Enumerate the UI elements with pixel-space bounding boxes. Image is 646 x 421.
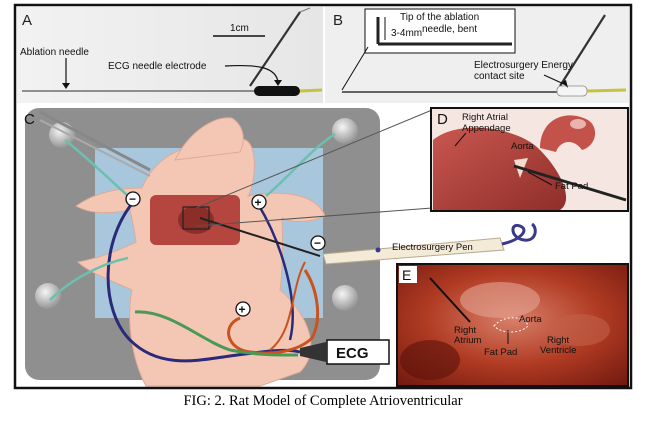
panel-a: A 1cm Ablation needle ECG needle electro… xyxy=(17,7,323,103)
minus-marker-pen: − xyxy=(310,235,326,251)
rat-head xyxy=(174,117,244,161)
panel-b: B Tip of the ablation needle, bent 3-4mm… xyxy=(325,7,629,103)
panel-e-letter: E xyxy=(402,267,411,283)
needle-d xyxy=(513,164,627,202)
fat-pad-e-label: Fat Pad xyxy=(484,347,517,358)
needle-arrow-head xyxy=(62,83,70,89)
heart-d-body xyxy=(433,127,567,210)
pen-cable xyxy=(501,222,537,246)
right-atrium-label-line2: Atrium xyxy=(454,335,482,346)
pen-label: Electrosurgery Pen xyxy=(392,242,473,253)
panel-c-letter: C xyxy=(24,111,35,128)
contact-label-line1: Electrosurgery Energy xyxy=(474,60,573,71)
electrode-arrow xyxy=(224,64,279,83)
svg-text:+: + xyxy=(239,303,246,317)
board-knob-top-right xyxy=(332,118,358,144)
figure-caption: FIG: 2. Rat Model of Complete Atrioventr… xyxy=(183,393,463,409)
right-ventricle-label-line2: Ventricle xyxy=(540,345,576,356)
fat-pad-d-label: Fat Pad xyxy=(555,181,588,192)
panel-e: E Aorta Right Atrium Fat Pad Right Ventr… xyxy=(396,263,629,387)
panel-e-frame xyxy=(396,263,629,387)
b-yellow-wire xyxy=(586,88,627,93)
tip-pointer-line xyxy=(341,46,369,91)
zoom-line-d-1 xyxy=(195,109,433,209)
zoom-line-d-2 xyxy=(195,207,433,227)
tip-label-line2: needle, bent xyxy=(422,24,477,35)
minus-marker-left: − xyxy=(125,191,141,207)
pen-body xyxy=(322,237,505,265)
panel-d-letter: D xyxy=(437,111,448,128)
electrode-black-body xyxy=(254,86,300,96)
electrosurgery-pen: Electrosurgery Pen xyxy=(322,222,537,265)
right-atrium-label-line1: Right xyxy=(454,325,477,336)
b-needle-shaft xyxy=(559,14,606,87)
orange-wire-2 xyxy=(269,261,306,351)
heart xyxy=(178,206,214,234)
svg-text:−: − xyxy=(129,192,136,206)
b-contact-sleeve xyxy=(556,85,588,97)
teal-wire-bottom xyxy=(49,256,129,301)
pen-button xyxy=(375,247,381,253)
photo-e-dark xyxy=(400,340,460,380)
tip-inset-box xyxy=(364,8,516,54)
ecg-needle-tip xyxy=(299,7,311,13)
scale-bar-label: 1cm xyxy=(230,23,249,34)
panel-a-letter: A xyxy=(22,12,32,29)
panel-b-letter: B xyxy=(333,12,343,29)
photo-e-light-1 xyxy=(460,282,540,318)
aorta-d-highlight xyxy=(570,119,586,129)
heart-target-box xyxy=(182,206,210,230)
blue-wire-right xyxy=(256,203,294,341)
right-ventricle-label-line1: Right xyxy=(547,335,570,346)
board-knob-bottom-right xyxy=(332,285,358,311)
appendage-label-line2: Appendage xyxy=(462,123,511,134)
ecg-box xyxy=(326,339,390,365)
fat-pad-d-arrow xyxy=(527,171,553,186)
retractor-arm-2 xyxy=(39,119,151,177)
tip-label-line1: Tip of the ablation xyxy=(400,12,479,23)
ecg-label: ECG xyxy=(336,345,369,362)
retractor-arm xyxy=(39,110,151,172)
teal-wire-left xyxy=(64,139,129,197)
panel-e-letter-box xyxy=(399,266,417,283)
contact-label-line2: contact site xyxy=(474,71,525,82)
electrode-arrow-head xyxy=(274,80,282,86)
green-wire xyxy=(134,310,299,357)
electrode-yellow-wire xyxy=(299,88,323,93)
contact-arrow xyxy=(543,74,567,86)
ablation-needle-label: Ablation needle xyxy=(20,47,89,58)
fat-pad-outline-e xyxy=(493,317,529,333)
aorta-e-label: Aorta xyxy=(519,314,542,325)
needle-e xyxy=(429,277,471,323)
tip-size-label: 3-4mm xyxy=(391,28,422,39)
plus-marker-right: + xyxy=(251,194,267,210)
ecg-connector xyxy=(300,342,326,362)
plus-marker-bottom: + xyxy=(235,301,251,317)
appendage-label-line1: Right Atrial xyxy=(462,112,508,123)
board-knob-bottom-left xyxy=(35,283,61,309)
orange-wire xyxy=(227,269,320,355)
panel-d: D Right Atrial Appendage Aorta Fat Pad xyxy=(430,107,629,212)
ecg-needle-shaft xyxy=(249,11,301,87)
ecg-electrode-label: ECG needle electrode xyxy=(108,61,207,72)
photo-e-light-2 xyxy=(550,314,610,346)
appendage-arrow xyxy=(454,132,467,147)
svg-text:+: + xyxy=(255,196,262,210)
aorta-d-label: Aorta xyxy=(511,141,534,152)
teal-wire-right xyxy=(265,132,336,197)
contact-arrow-head xyxy=(562,80,568,88)
svg-text:−: − xyxy=(314,236,321,250)
